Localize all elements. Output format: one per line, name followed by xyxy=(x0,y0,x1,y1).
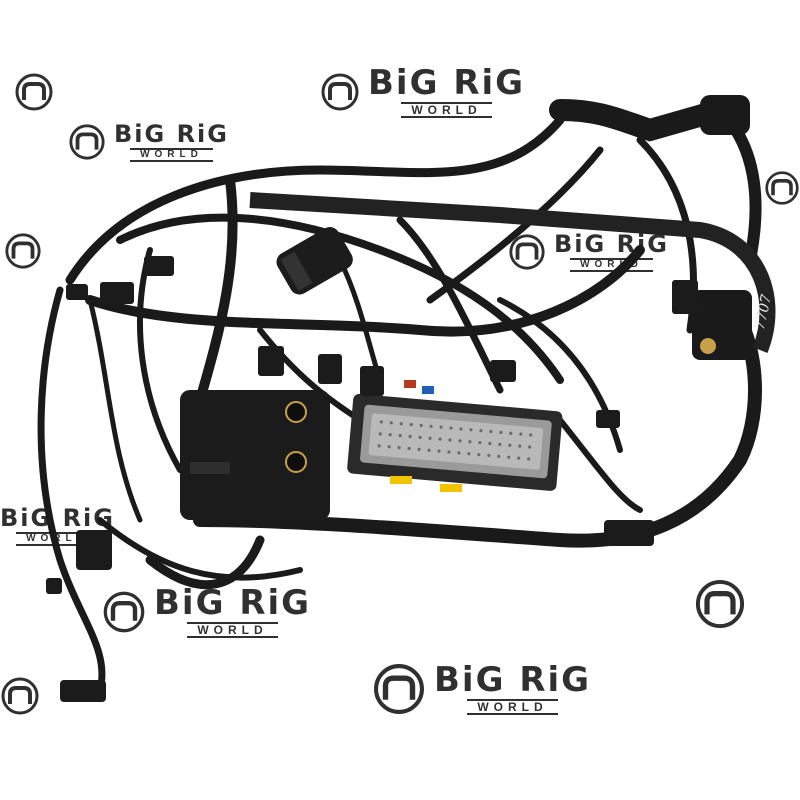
watermark-logo xyxy=(14,72,54,112)
watermark-logo xyxy=(0,676,40,716)
big-rig-world-logo-icon xyxy=(374,664,424,714)
big-rig-world-logo-icon xyxy=(1,677,39,715)
big-rig-world-logo-icon xyxy=(15,73,53,111)
watermark-brand: BiG RiG xyxy=(434,660,592,700)
watermark-logo xyxy=(4,232,42,270)
watermark-brand: BiG RiG xyxy=(154,583,312,623)
watermark-logo xyxy=(764,170,800,206)
big-rig-world-logo-icon xyxy=(765,171,799,205)
big-rig-world-logo-icon xyxy=(509,234,545,270)
watermark-logo xyxy=(694,578,746,630)
watermark-brand: BiG RiG xyxy=(554,230,669,258)
big-rig-world-logo-icon xyxy=(321,73,359,111)
big-rig-world-logo-icon xyxy=(695,579,745,629)
big-rig-world-logo-icon xyxy=(69,124,105,160)
watermark-sub: WORLD xyxy=(467,699,558,715)
watermark-brand: BiG RiG xyxy=(114,120,229,148)
big-rig-world-logo-icon xyxy=(5,233,41,269)
watermark-brand: BiG RiG xyxy=(0,504,115,532)
watermark-sub: WORLD xyxy=(401,102,492,118)
watermark-brand: BiG RiG xyxy=(368,63,526,103)
big-rig-world-logo-icon xyxy=(103,591,145,633)
watermark-sub: WORLD xyxy=(130,148,213,162)
watermark-sub: WORLD xyxy=(570,258,653,272)
watermark-sub: WORLD xyxy=(187,622,278,638)
